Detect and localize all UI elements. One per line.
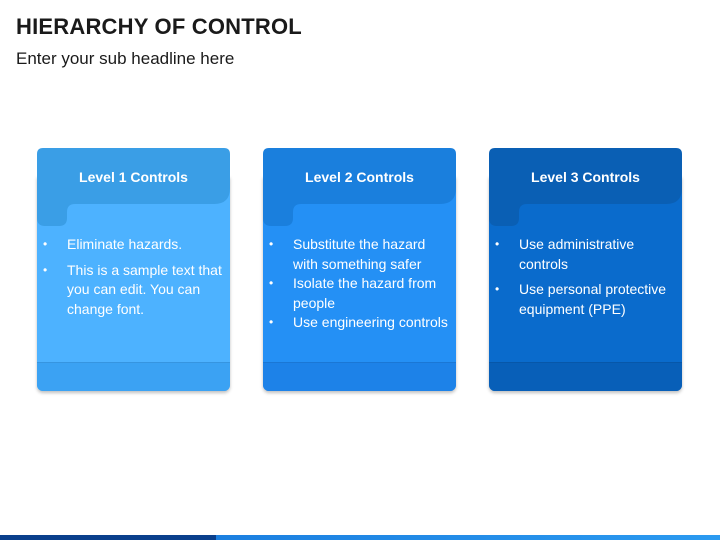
level-2-header-banner (263, 148, 456, 226)
level-2-bullet-list: Substitute the hazard with something saf… (263, 235, 456, 333)
level-2-heading: Level 2 Controls (305, 169, 414, 185)
level-3-bullet: Use administrative controls (495, 235, 674, 274)
level-3-bullet: Use personal protective equipment (PPE) (495, 280, 674, 319)
level-2-card-footer-strip (263, 362, 456, 391)
level-2-bullet: Use engineering controls (269, 313, 448, 333)
level-3-card-footer-strip (489, 362, 682, 391)
level-1-heading: Level 1 Controls (79, 169, 188, 185)
level-3-card-header: Level 3 Controls (489, 148, 682, 228)
level-3-bullet-list: Use administrative controls Use personal… (489, 235, 682, 325)
level-1-card-header: Level 1 Controls (37, 148, 230, 228)
level-3-card: Level 3 Controls Use administrative cont… (489, 148, 682, 391)
bottom-accent-bar (0, 535, 720, 540)
level-1-card-footer-strip (37, 362, 230, 391)
page-title: HIERARCHY OF CONTROL (16, 14, 302, 39)
level-1-header-banner (37, 148, 230, 226)
level-2-bullet: Isolate the hazard from people (269, 274, 448, 313)
level-1-bullet-list: Eliminate hazards. This is a sample text… (37, 235, 230, 325)
level-3-header-banner (489, 148, 682, 226)
page-subtitle: Enter your sub headline here (16, 49, 235, 68)
level-2-card: Level 2 Controls Substitute the hazard w… (263, 148, 456, 391)
level-1-card: Level 1 Controls Eliminate hazards. This… (37, 148, 230, 391)
level-1-bullet: Eliminate hazards. (43, 235, 222, 255)
level-1-bullet: This is a sample text that you can edit.… (43, 261, 222, 320)
level-3-heading: Level 3 Controls (531, 169, 640, 185)
level-2-bullet: Substitute the hazard with something saf… (269, 235, 448, 274)
level-2-card-header: Level 2 Controls (263, 148, 456, 228)
